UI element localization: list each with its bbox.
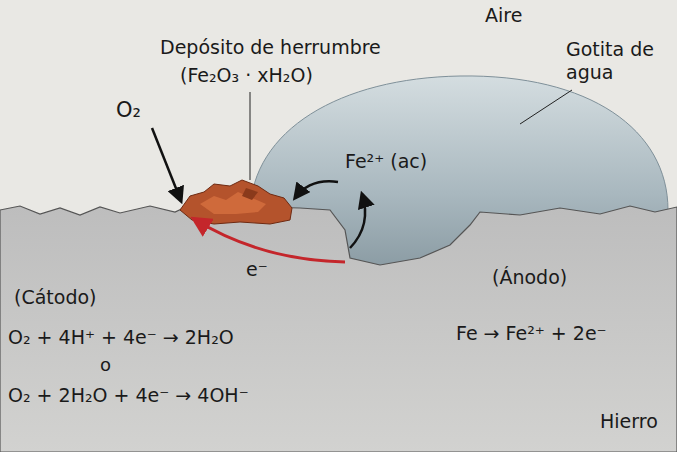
oxygen-arrow xyxy=(152,128,181,201)
species-label: Fe²⁺ (ac) xyxy=(345,150,427,173)
equation-label: O₂ + 2H₂O + 4e⁻ → 4OH⁻ xyxy=(8,384,249,407)
part-label: Depósito de herrumbre xyxy=(160,36,381,59)
iron-body xyxy=(0,205,677,452)
species-label: O₂ xyxy=(116,98,141,123)
material-label: Hierro xyxy=(600,410,658,433)
leader-line xyxy=(250,92,251,180)
ion-arrow xyxy=(350,194,365,248)
leader-line xyxy=(520,90,572,124)
electron-arrow xyxy=(194,219,345,262)
electrode-label: (Ánodo) xyxy=(492,266,567,289)
conjunction-label: o xyxy=(100,354,111,376)
species-label: e⁻ xyxy=(246,258,268,281)
equation-label: Fe → Fe²⁺ + 2e⁻ xyxy=(456,322,607,345)
formula-label: (Fe₂O₃ · xH₂O) xyxy=(180,64,313,87)
part-label: Gotita de agua xyxy=(566,38,658,84)
rust-deposit xyxy=(180,180,292,224)
ion-arrow xyxy=(295,181,338,198)
equation-label: O₂ + 4H⁺ + 4e⁻ → 2H₂O xyxy=(8,326,234,349)
region-label: Aire xyxy=(485,4,522,27)
electrode-label: (Cátodo) xyxy=(14,286,97,309)
